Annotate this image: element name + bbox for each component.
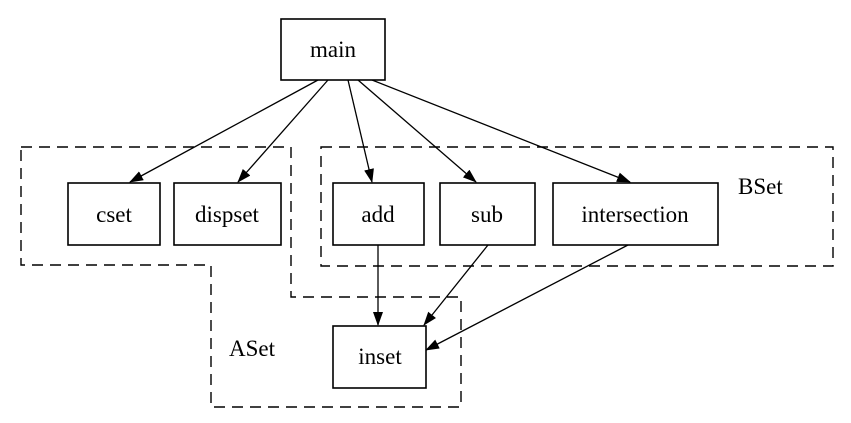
node-intersection: intersection xyxy=(552,182,719,246)
edge-main-intersection xyxy=(371,79,631,183)
edge-intersection-inset xyxy=(425,244,629,351)
node-sub-label: sub xyxy=(471,202,503,227)
node-dispset-box xyxy=(173,182,282,246)
aset-group-label: ASet xyxy=(229,336,276,361)
node-main-box xyxy=(280,18,386,81)
edge-main-add xyxy=(347,79,374,183)
node-add-label: add xyxy=(361,202,395,227)
node-cset-box xyxy=(67,182,161,246)
edge-main-cset xyxy=(129,79,319,183)
node-sub: sub xyxy=(439,182,536,246)
node-intersection-label: intersection xyxy=(581,202,689,227)
node-cset: cset xyxy=(67,182,161,246)
node-dispset-label: dispset xyxy=(195,202,260,227)
edge-sub-inset xyxy=(423,244,489,326)
node-cset-label: cset xyxy=(96,202,132,227)
node-intersection-box xyxy=(552,182,719,246)
node-sub-box xyxy=(439,182,536,246)
bset-group-label: BSet xyxy=(738,174,783,199)
node-main-label: main xyxy=(310,37,356,62)
node-add: add xyxy=(332,182,425,246)
node-dispset: dispset xyxy=(173,182,282,246)
node-inset-box xyxy=(332,325,427,389)
node-inset: inset xyxy=(332,325,427,389)
edge-main-sub xyxy=(357,79,477,183)
node-add-box xyxy=(332,182,425,246)
bset-group-boundary xyxy=(320,146,834,267)
node-main: main xyxy=(280,18,386,81)
node-inset-label: inset xyxy=(358,344,402,369)
edge-main-dispset xyxy=(237,79,329,183)
edges xyxy=(129,79,631,351)
